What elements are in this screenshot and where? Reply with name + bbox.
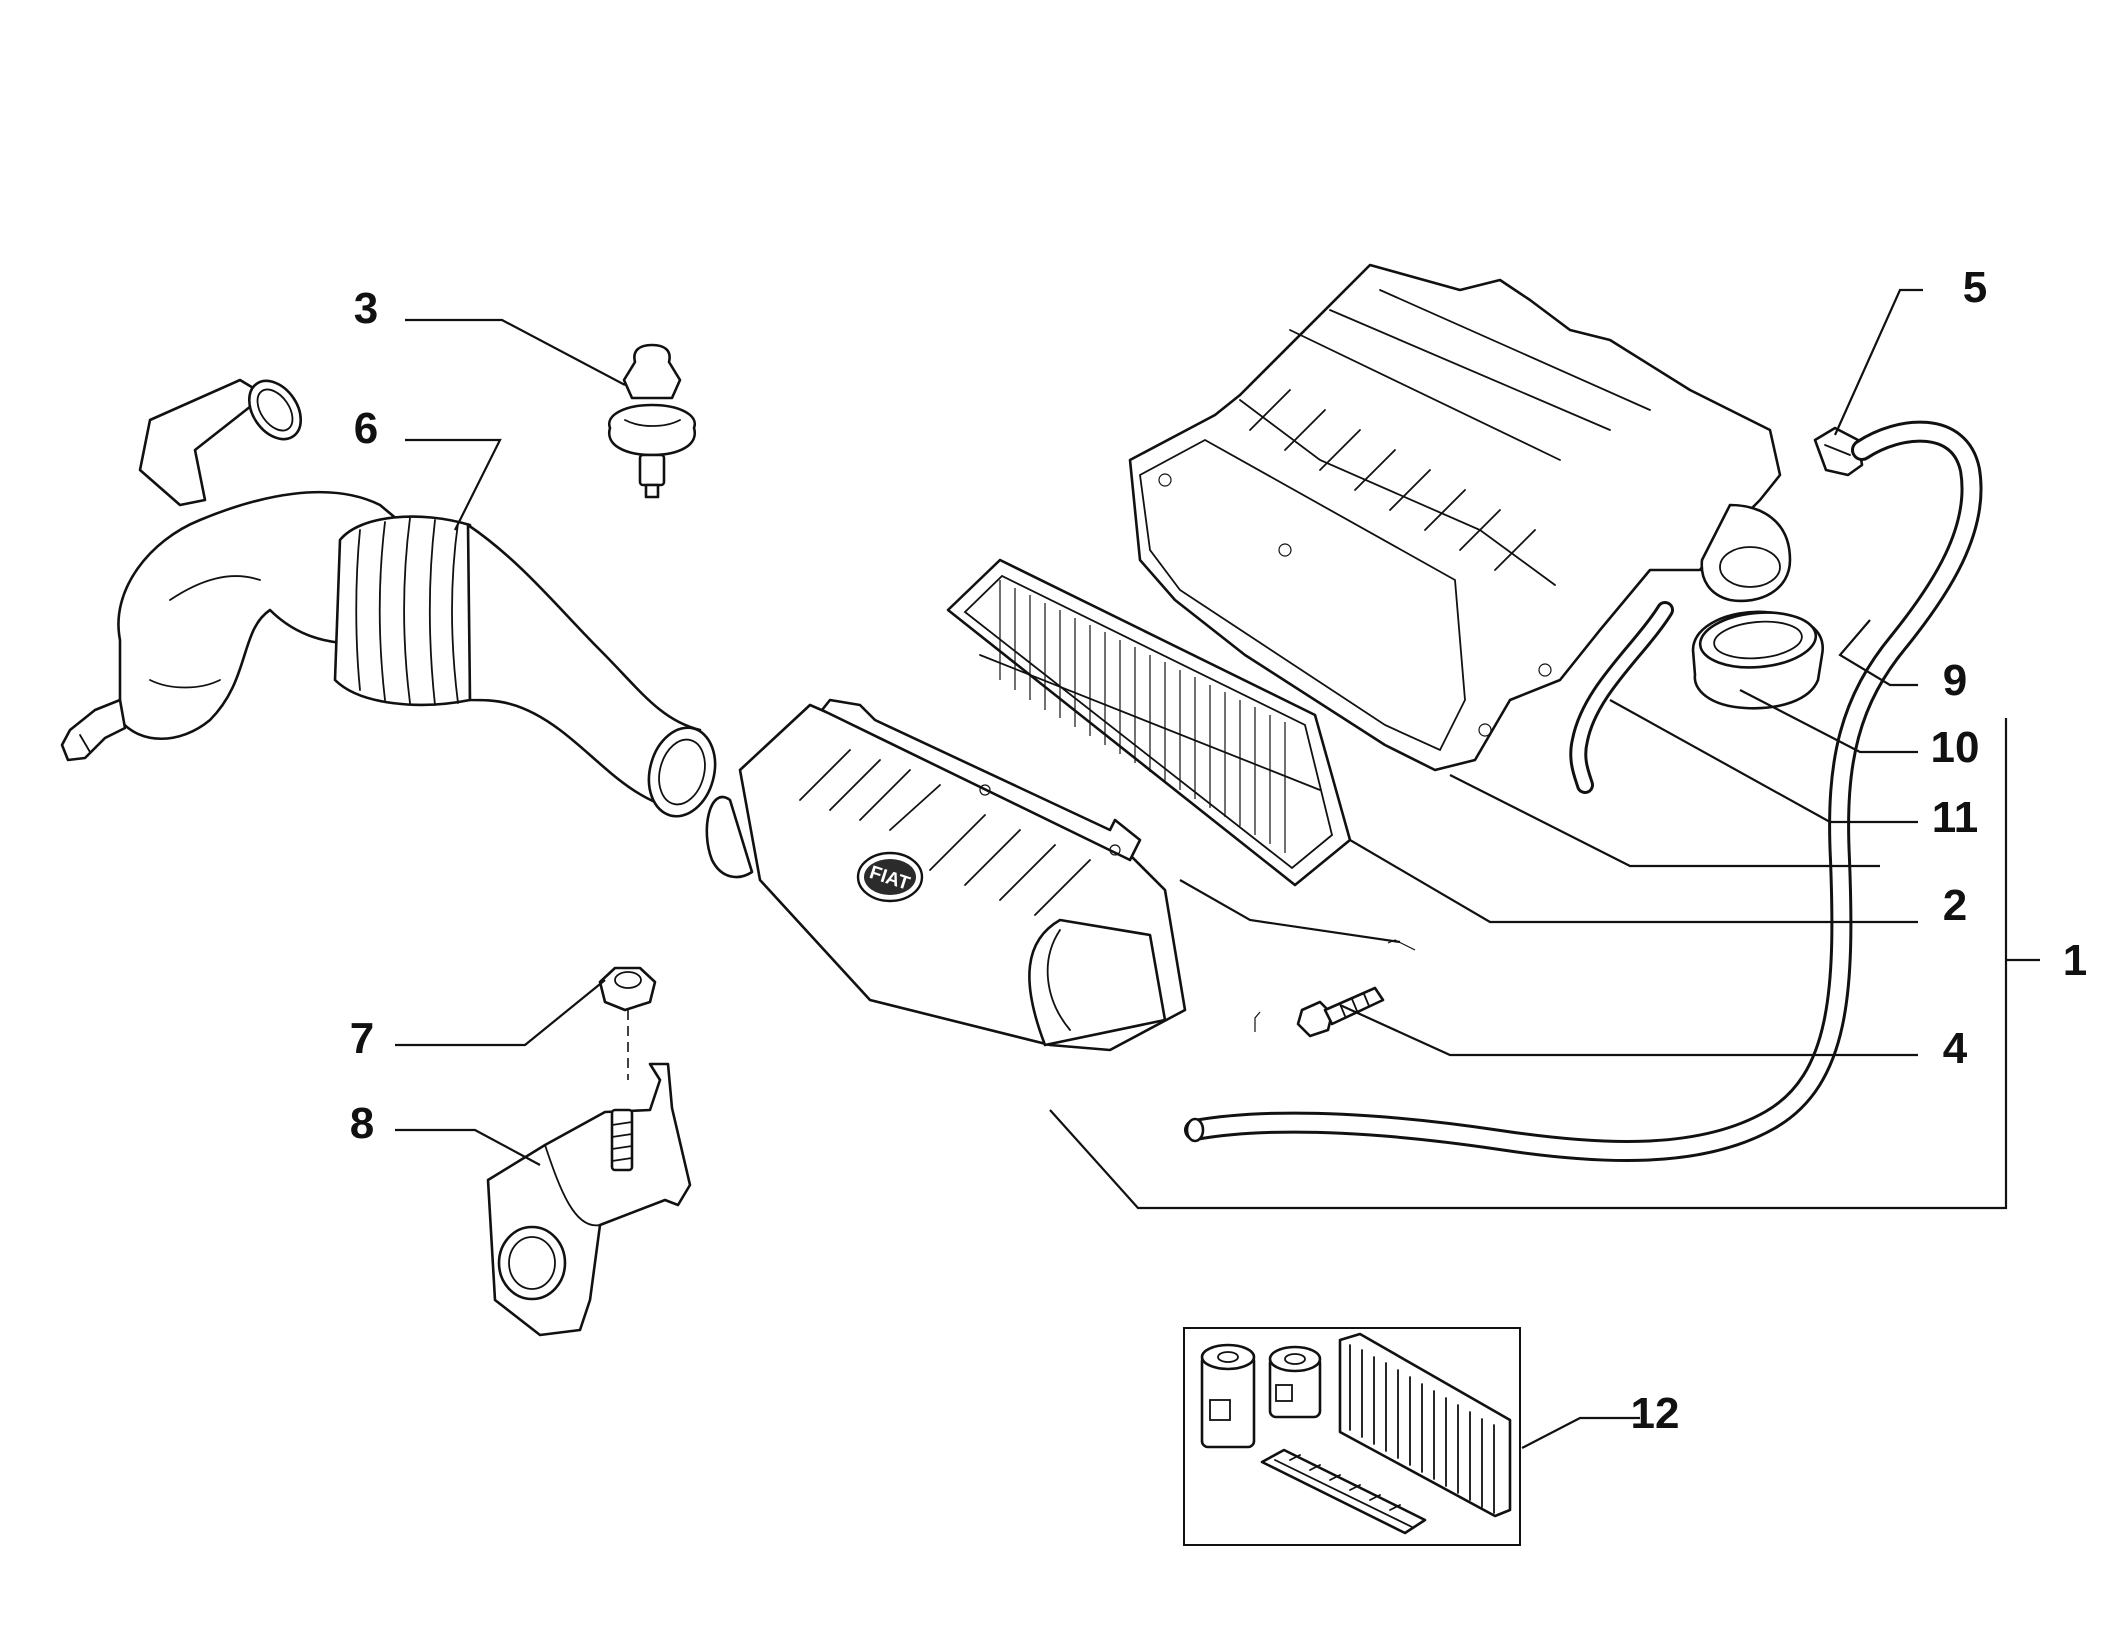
callout-4: 4 (1943, 1024, 1968, 1073)
bracket-part[interactable] (486, 1062, 692, 1337)
air-filter-element-part[interactable] (946, 558, 1352, 887)
callout-labels: 1 2 3 4 5 6 7 8 9 10 11 12 (350, 263, 2087, 1438)
upper-air-box-cover-part[interactable] (1128, 263, 1792, 772)
seal-ring-part[interactable] (1691, 608, 1824, 710)
callout-6: 6 (354, 404, 378, 453)
callout-2: 2 (1943, 881, 1967, 930)
lower-air-box-part[interactable]: FIAT (705, 698, 1187, 1052)
nut-part[interactable] (598, 966, 657, 1080)
callout-5: 5 (1963, 263, 1987, 312)
screw-part[interactable] (1254, 939, 1416, 1038)
callout-3: 3 (354, 284, 378, 333)
callout-9: 9 (1943, 656, 1967, 705)
grommet-part[interactable] (607, 343, 697, 499)
callout-12: 12 (1631, 1389, 1680, 1438)
short-hose-part[interactable] (1569, 601, 1674, 794)
callout-1: 1 (2063, 936, 2087, 985)
intake-hose-part[interactable] (60, 371, 725, 824)
callout-10: 10 (1931, 723, 1980, 772)
breather-hose-part[interactable] (1184, 420, 1983, 1162)
service-kit-inset[interactable] (1183, 1327, 1521, 1546)
callout-11: 11 (1932, 793, 1979, 842)
hose-clip-part[interactable] (1813, 426, 1864, 477)
callout-8: 8 (350, 1099, 374, 1148)
callout-7: 7 (350, 1014, 374, 1063)
leader-lines (395, 288, 2040, 1449)
fiat-logo: FIAT (856, 851, 924, 903)
